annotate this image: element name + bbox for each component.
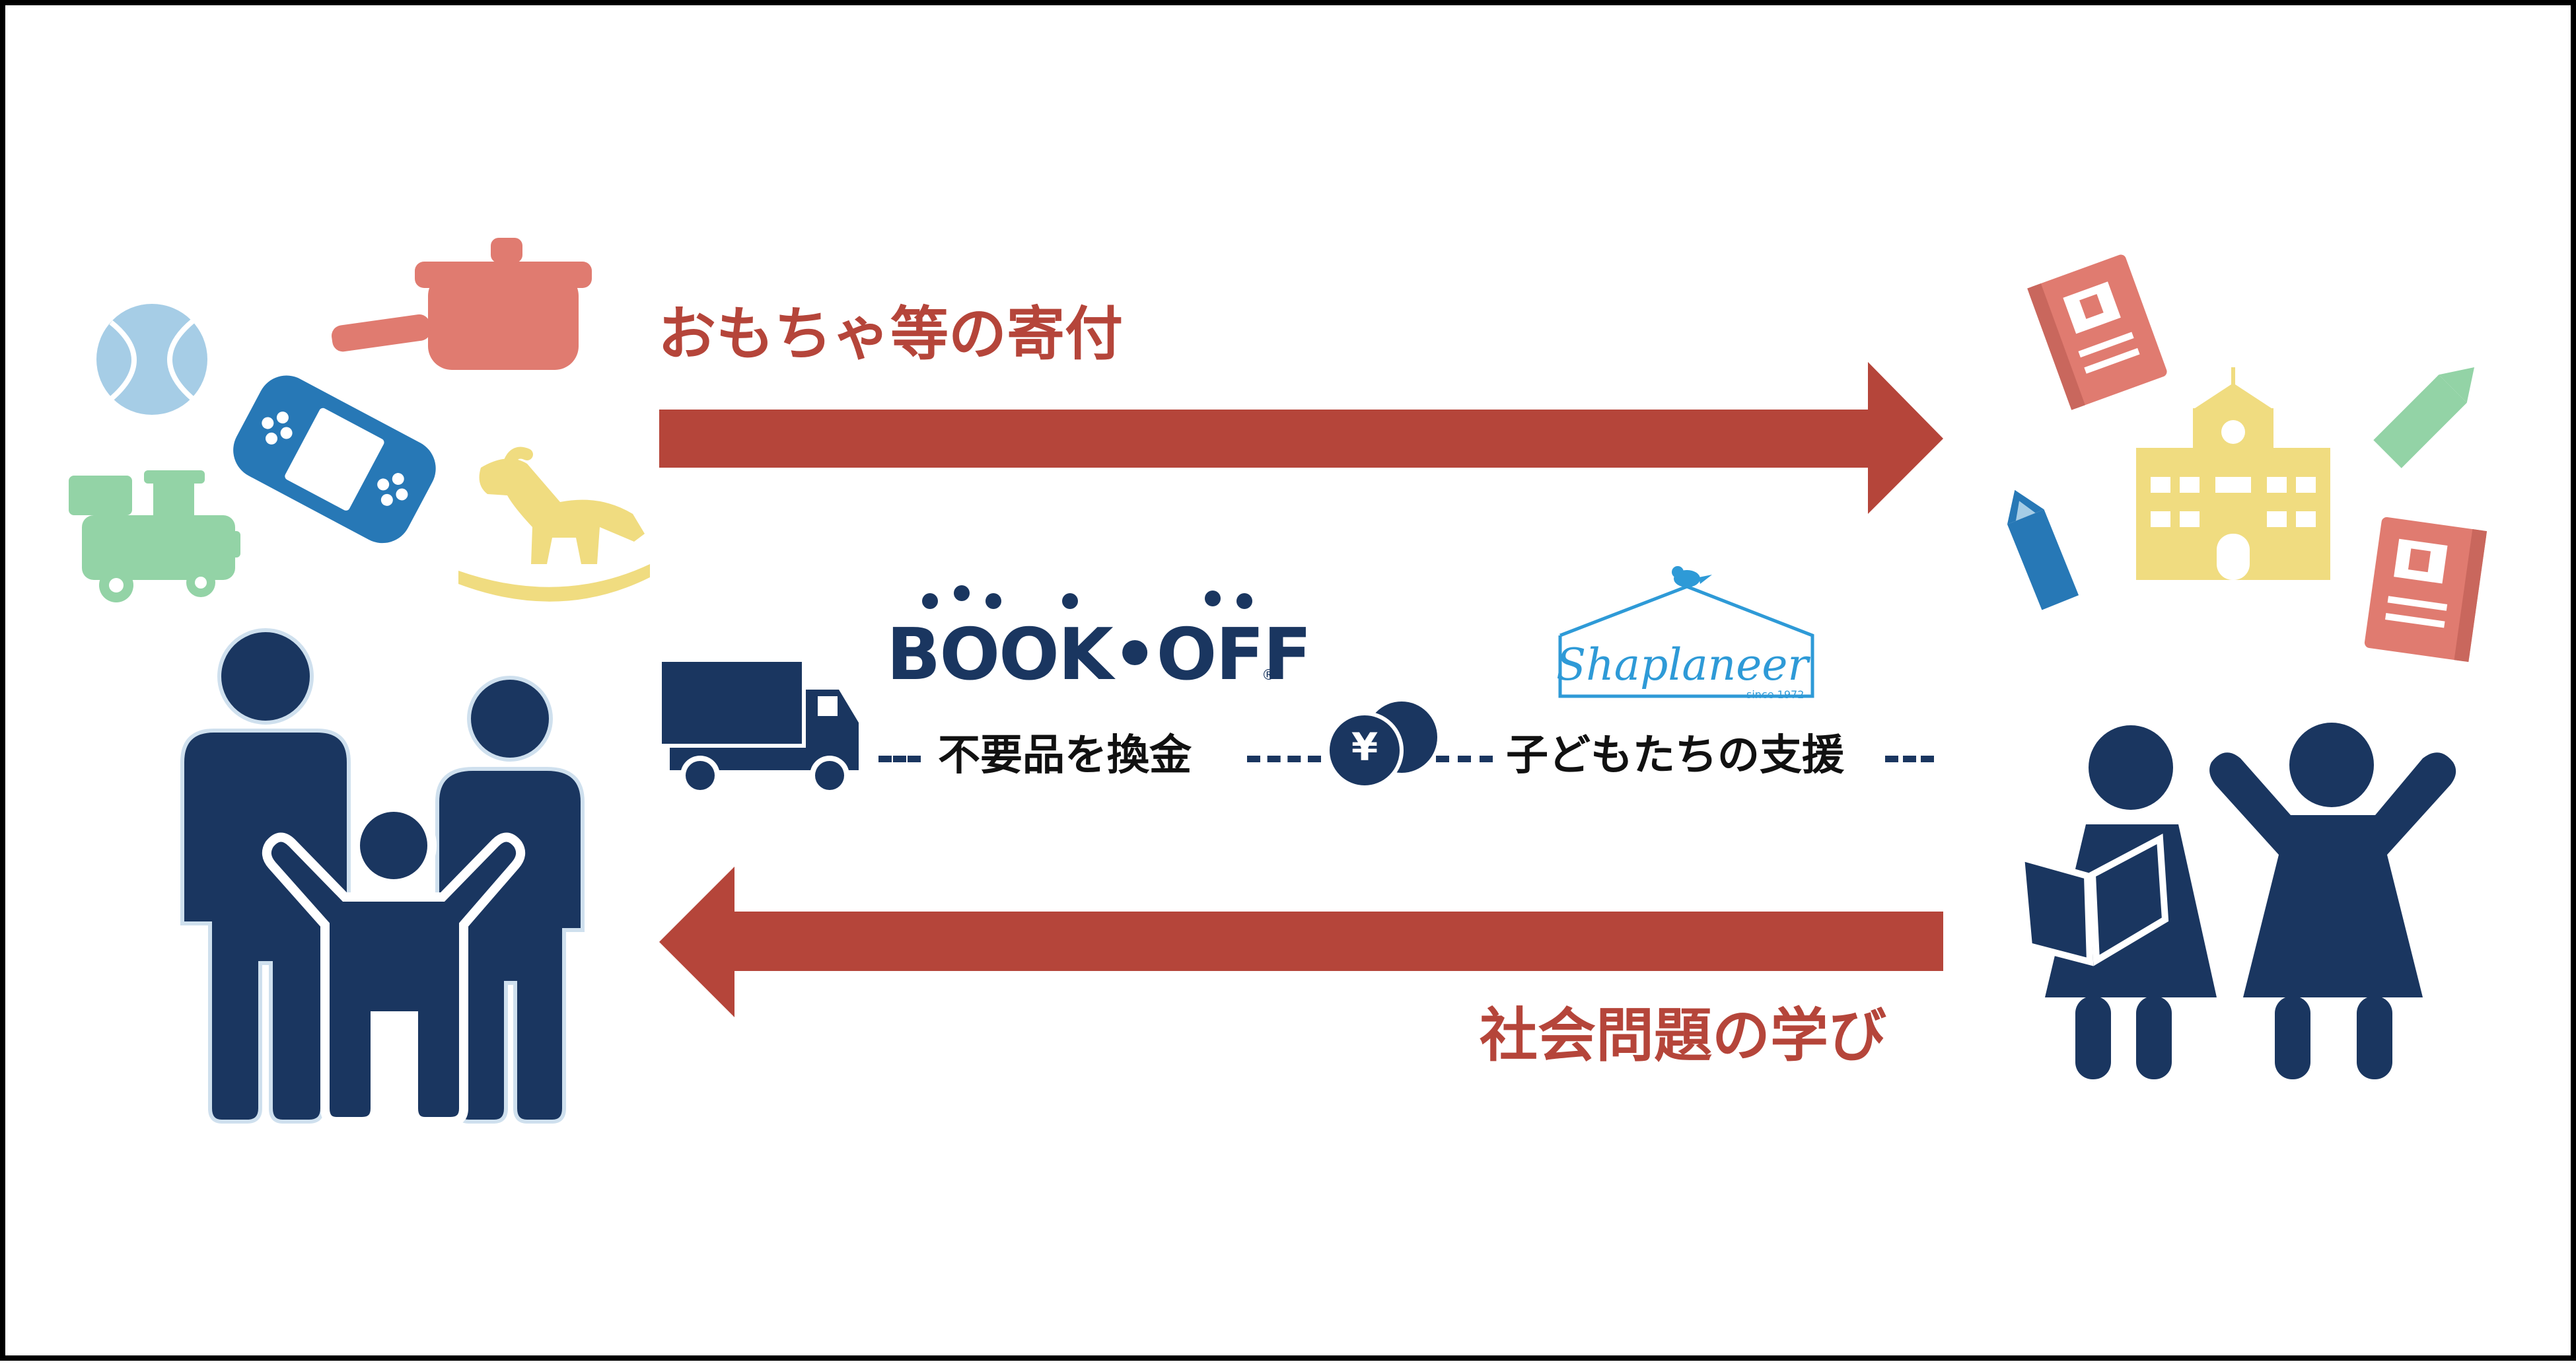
yen-symbol: ¥ bbox=[1338, 728, 1391, 766]
coins-illustration bbox=[5, 5, 2576, 1366]
